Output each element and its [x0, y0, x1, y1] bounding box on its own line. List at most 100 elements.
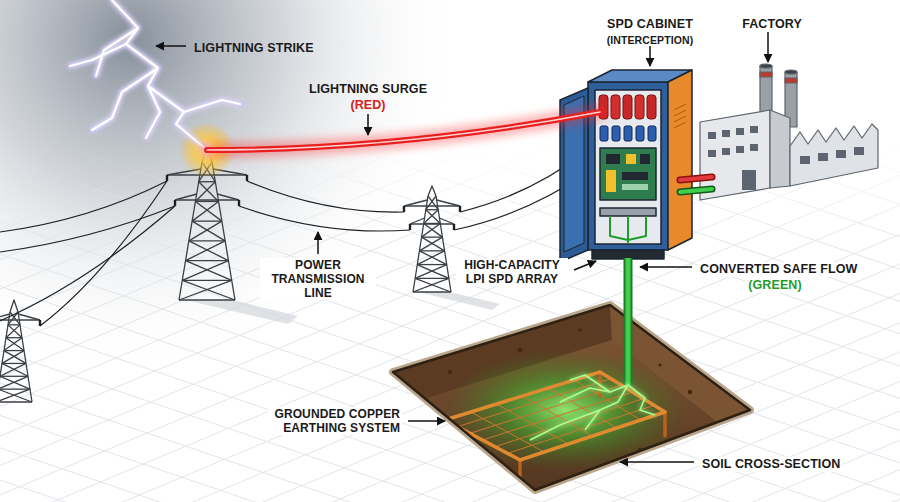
spd-cabinet — [674, 122, 686, 128]
tower-beam — [186, 241, 226, 261]
spd-cabinet — [612, 126, 620, 141]
leader-arrow — [574, 261, 596, 270]
spd-cabinet — [674, 116, 686, 122]
callout-label: SPD CABINET — [605, 17, 695, 32]
tower-beam — [424, 223, 443, 237]
leader-arrow — [367, 114, 369, 135]
tower-beam — [179, 162, 202, 300]
tower-beam — [2, 363, 28, 376]
factory — [708, 132, 716, 139]
tower-beam — [0, 363, 26, 376]
lightning-surge — [207, 112, 600, 150]
tower-beam — [413, 291, 451, 292]
factory-feed-pipe — [680, 177, 712, 180]
tower-beam — [417, 251, 444, 265]
power-line — [0, 181, 167, 232]
factory-feed-pipe — [680, 177, 712, 192]
callout-label: LIGHTNING STRIKE — [192, 41, 316, 56]
tower-beam — [439, 218, 454, 224]
grid-line — [0, 140, 385, 502]
tower-beam — [6, 325, 20, 338]
leader-arrow — [767, 32, 769, 62]
label-anchor: (RED) — [328, 95, 408, 113]
tower-beam — [189, 240, 225, 241]
earth-conduit — [626, 258, 631, 385]
spd-cabinet — [600, 126, 656, 141]
tower-beam — [195, 182, 215, 202]
tower-beam — [419, 237, 442, 251]
tower-beam — [179, 299, 235, 300]
tower-beam — [0, 389, 30, 402]
lightning-bolt — [184, 100, 240, 112]
tower-beam — [4, 338, 22, 351]
spd-cabinet — [674, 104, 686, 128]
spd-cabinet — [606, 154, 650, 192]
factory — [785, 78, 797, 83]
spd-cabinet — [560, 70, 692, 262]
lightning-surge — [207, 112, 600, 150]
tower-beam — [189, 241, 229, 261]
factory — [760, 64, 772, 68]
soil-pit — [688, 390, 692, 394]
tower-beam — [182, 261, 228, 281]
insulator — [238, 200, 240, 206]
tower-beam — [422, 237, 445, 251]
grid-line — [0, 58, 900, 502]
spd-cabinet — [626, 154, 636, 164]
lightning-bolt — [184, 100, 240, 112]
tower-beam — [410, 223, 454, 224]
callout-label: POWER TRANSMISSION LINE — [260, 258, 376, 300]
spd-cabinet — [599, 95, 656, 119]
factory — [854, 147, 864, 155]
lightning-bolt — [112, 0, 207, 150]
soil-pit — [518, 348, 523, 353]
label-anchor: LIGHTNING STRIKE — [192, 38, 352, 56]
tower-beam — [6, 337, 22, 338]
copper-mesh — [483, 392, 633, 440]
spd-cabinet — [606, 154, 620, 164]
tower-beam — [192, 201, 218, 221]
spd-cabinet — [592, 250, 664, 259]
grid-line — [150, 58, 900, 502]
tower-beam — [428, 186, 436, 196]
lightning-bolt — [96, 28, 138, 76]
power-line — [239, 206, 410, 231]
spd-cabinet — [606, 170, 616, 192]
soil-pit — [393, 305, 750, 502]
grid-line — [45, 140, 900, 502]
tower-beam — [417, 264, 446, 265]
callout-label: GROUNDED COPPER EARTHING SYSTEM — [268, 407, 402, 435]
callout-label: HIGH-CAPACITY LPI SPD ARRAY — [456, 258, 568, 286]
grid-line — [140, 140, 900, 502]
callout-label: (GREEN) — [746, 278, 803, 293]
grid-line — [805, 140, 900, 502]
tower-beam — [437, 200, 460, 206]
insulator — [166, 175, 168, 181]
leader-arrow — [156, 32, 768, 462]
callout-label: (RED) — [348, 98, 387, 113]
grid-line — [0, 58, 410, 502]
tower-beam — [0, 388, 30, 389]
spd-cabinet — [636, 126, 644, 141]
leader-arrow — [640, 266, 692, 268]
tower-beam — [422, 236, 443, 237]
tower-beam — [0, 389, 32, 402]
spd-cabinet — [635, 95, 644, 119]
lattice-tower — [404, 186, 460, 292]
label-anchor: FACTORY — [722, 14, 822, 32]
tower-beam — [186, 260, 229, 261]
tower-beam — [217, 194, 239, 200]
label-anchor: SPD CABINET — [580, 14, 720, 32]
tower-beam — [0, 319, 40, 320]
factory — [722, 148, 730, 155]
tower-beam — [175, 194, 197, 200]
ground-discharge — [585, 385, 628, 430]
lightning-bolt — [70, 0, 240, 150]
copper-mesh — [574, 380, 641, 420]
earth-rod — [518, 460, 522, 484]
lightning-bolt — [92, 68, 158, 130]
